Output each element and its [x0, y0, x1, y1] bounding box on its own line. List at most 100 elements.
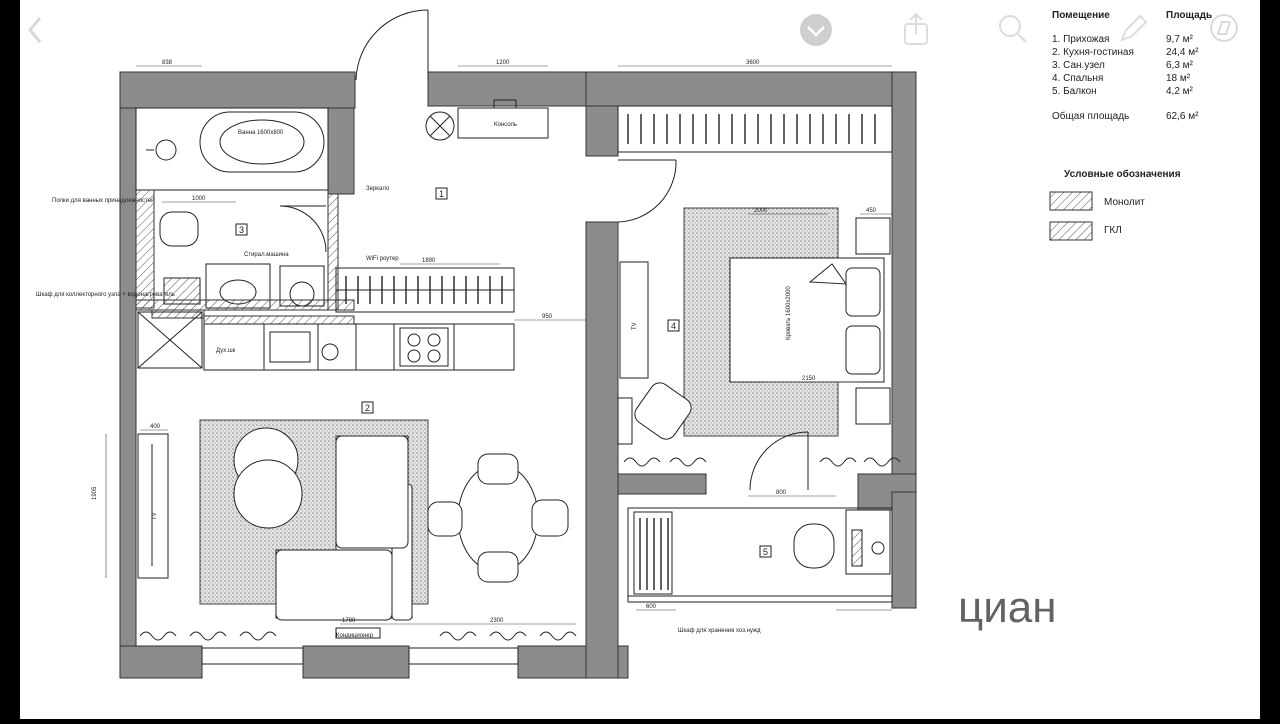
curtain-wave [189, 631, 227, 641]
legend-label-monolith: Монолит [1104, 197, 1145, 208]
legend: Условные обозначения Монолит ГКЛ [1049, 168, 1181, 241]
console [425, 99, 549, 141]
furniture-labels: Ванна 1600х800 Зеркало Полки для ванных … [36, 122, 792, 639]
shower [137, 311, 203, 369]
bedroom-door [617, 159, 677, 223]
tv-living-label: TV [152, 512, 158, 520]
dim-label: 1000 [192, 196, 206, 202]
dim-label: 400 [150, 424, 161, 430]
room-row-name: 5. Балкон [1052, 86, 1097, 97]
back-button[interactable] [28, 17, 42, 43]
coffee-tables [233, 427, 303, 529]
room-numbers: 1 2 3 4 5 [235, 187, 772, 558]
washer-label: Стирал.машина [244, 252, 289, 258]
curtain-wave [439, 631, 477, 641]
chevron-down-icon [807, 26, 825, 37]
shelves-label: Полки для ванных принадлежностей [52, 197, 155, 204]
bedroom-wardrobe [617, 105, 893, 153]
walls [119, 71, 917, 679]
room-row-area: 4,2 м² [1166, 86, 1194, 97]
compass-icon [1210, 14, 1238, 42]
dim-label: 1200 [496, 60, 510, 66]
dimension-lines [105, 65, 892, 625]
bed [729, 257, 885, 383]
room-row-area: 18 м² [1166, 73, 1191, 84]
legend-label-gkl: ГКЛ [1104, 225, 1122, 236]
curtain-wave [139, 631, 177, 641]
sofa [275, 435, 413, 621]
tv-unit-bedroom [619, 261, 649, 379]
storage-label: Шкаф для хранения хоз.нужд [678, 628, 761, 634]
dim-label: 450 [866, 208, 877, 214]
back-icon [28, 17, 42, 43]
balcony [627, 507, 893, 603]
room-row-name: 2. Кухня-гостиная [1052, 47, 1134, 58]
curtain-wave [239, 631, 277, 641]
room-row-name: 3. Сан.узел [1052, 60, 1105, 71]
windows-bottom [201, 627, 519, 665]
room-row-name: 4. Спальня [1052, 73, 1103, 84]
ac-label: Кондиционер [336, 633, 374, 639]
curtain-wave [539, 631, 577, 641]
room-number-5: 5 [763, 547, 768, 557]
curtains [139, 457, 901, 641]
legend-swatch-gkl [1049, 221, 1093, 241]
dim-label: 2150 [802, 376, 816, 382]
room-number-2: 2 [365, 403, 370, 413]
room-number-1: 1 [439, 189, 444, 199]
balcony-shelves [639, 518, 669, 590]
collapse-button[interactable] [800, 14, 832, 46]
total-area: 62,6 м² [1166, 111, 1199, 122]
dim-label: 800 [776, 490, 787, 496]
compass-button[interactable] [1210, 14, 1238, 42]
room-row-area: 6,3 м² [1166, 60, 1194, 71]
tv-unit-living [137, 433, 169, 579]
room-row-area: 24,4 м² [1166, 47, 1199, 58]
room-number-3: 3 [239, 225, 244, 235]
share-icon [904, 12, 928, 45]
dining-set [427, 453, 569, 583]
wifi-label: WiFi роутер [366, 256, 399, 262]
rooms-table: Помещение Площадь 1. Прихожая 9,7 м² 2. … [1052, 10, 1212, 122]
edit-icon [1120, 14, 1148, 42]
legend-swatch-monolith [1049, 191, 1093, 211]
curtain-wave [669, 457, 707, 467]
bathroom [135, 107, 329, 309]
armchair [617, 382, 692, 445]
dim-label: 1905 [92, 486, 98, 500]
cabinet-label: Шкаф для коллекторного узла + водонагрев… [36, 292, 175, 298]
header-area: Площадь [1166, 10, 1212, 21]
curtain-wave [819, 457, 857, 467]
oven-label: Дух.шк [216, 348, 236, 354]
dim-label: 950 [542, 314, 553, 320]
search-button[interactable] [999, 15, 1027, 43]
hall-wardrobe-hangers [345, 276, 503, 304]
legend-title: Условные обозначения [1064, 168, 1181, 180]
console-label: Консоль [494, 122, 517, 128]
bed-label: Кровать 1600х2000 [786, 286, 792, 340]
dim-label: 600 [646, 604, 657, 610]
dim-label: 2300 [490, 618, 504, 624]
gkl-partitions [135, 189, 355, 325]
share-button[interactable] [904, 12, 928, 45]
hall-wardrobe [335, 267, 515, 313]
header-room: Помещение [1052, 10, 1110, 21]
room-row-area: 9,7 м² [1166, 34, 1194, 45]
tv-bedroom-label: TV [632, 322, 638, 330]
bath-label: Ванна 1600х800 [238, 130, 284, 136]
edit-button[interactable] [1120, 14, 1148, 42]
total-label: Общая площадь [1052, 110, 1129, 122]
nightstands [855, 217, 891, 425]
bedroom-wardrobe-hangers [627, 114, 876, 144]
room-row-name: 1. Прихожая [1052, 34, 1109, 45]
dim-label: 3600 [746, 60, 760, 66]
mirror-label: Зеркало [366, 186, 390, 192]
balcony-door [749, 431, 809, 491]
curtain-wave [623, 457, 661, 467]
room-number-4: 4 [671, 321, 676, 331]
dim-label: 2000 [754, 208, 768, 214]
curtain-wave [863, 457, 901, 467]
dim-label: 1780 [342, 618, 356, 624]
